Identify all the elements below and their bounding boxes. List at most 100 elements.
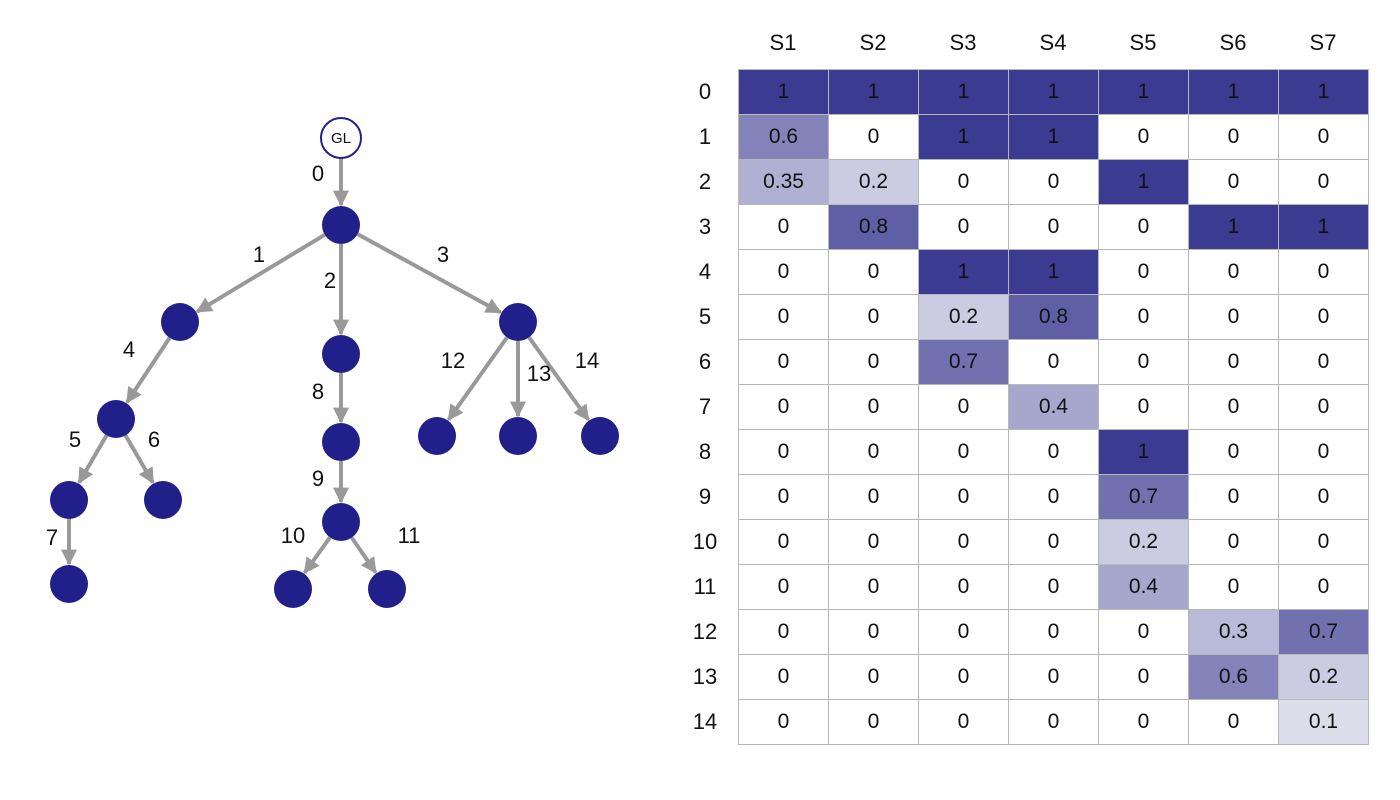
tree-node: [322, 503, 360, 541]
table-cell: 0: [1008, 564, 1099, 610]
table-cell: 0: [738, 609, 829, 655]
table-cell: 0: [918, 564, 1009, 610]
edge-label-11: 11: [398, 523, 421, 548]
tree-node: [418, 417, 456, 455]
edge-label-2: 2: [324, 268, 336, 293]
table-cell: 0: [1098, 204, 1189, 250]
table-cell: 0: [828, 294, 919, 340]
table-cell: 1: [1278, 69, 1369, 115]
row-label-4: 4: [698, 259, 712, 284]
table-cell: 1: [918, 114, 1009, 160]
row-label-3: 3: [698, 214, 712, 239]
table-cell: 1: [918, 69, 1009, 115]
root-node-label: GL: [331, 130, 351, 147]
tree-edge-10: [303, 536, 332, 575]
table-cell: 0: [1098, 654, 1189, 700]
table-cell: 0: [1188, 699, 1279, 745]
tree-node: [499, 303, 537, 341]
table-cell: 1: [918, 249, 1009, 295]
row-label-12: 12: [692, 619, 718, 644]
table-cell: 0: [738, 249, 829, 295]
table-cell: 0: [1188, 564, 1279, 610]
column-header-s2: S2: [859, 30, 887, 55]
table-cell: 0: [738, 699, 829, 745]
edge-label-7: 7: [46, 525, 58, 550]
table-cell: 1: [1188, 69, 1279, 115]
tree-node: [368, 570, 406, 608]
table-cell: 0: [1008, 699, 1099, 745]
table-cell: 0: [1008, 609, 1099, 655]
table-cell: 0: [1278, 249, 1369, 295]
table-cell: 0: [828, 249, 919, 295]
table-cell: 0: [918, 474, 1009, 520]
tree-node: [322, 423, 360, 461]
table-cell: 0: [1278, 114, 1369, 160]
table-cell: 0: [738, 519, 829, 565]
tree-edge-5: [77, 434, 109, 485]
table-cell: 0: [738, 339, 829, 385]
table-cell: 0: [1188, 294, 1279, 340]
table-cell: 1: [1008, 249, 1099, 295]
table-cell: 0: [828, 114, 919, 160]
tree-node: [581, 417, 619, 455]
table-cell: 0: [828, 474, 919, 520]
table-cell: 0: [1008, 429, 1099, 475]
edge-label-5: 5: [69, 427, 81, 452]
edge-label-6: 6: [148, 427, 160, 452]
table-cell: 0: [918, 699, 1009, 745]
table-cell: 1: [828, 69, 919, 115]
table-cell: 0: [918, 384, 1009, 430]
edge-label-13: 13: [527, 361, 551, 386]
table-cell: 0: [828, 699, 919, 745]
tree-node: [50, 481, 88, 519]
edge-label-14: 14: [575, 348, 599, 373]
edge-label-10: 10: [281, 523, 305, 548]
table-cell: 0: [918, 519, 1009, 565]
row-label-10: 10: [692, 529, 718, 554]
table-cell: 0: [1098, 699, 1189, 745]
table-cell: 0.4: [1008, 384, 1099, 430]
row-label-11: 11: [693, 574, 717, 599]
table-cell: 0.1: [1278, 699, 1369, 745]
table-cell: 0.2: [1098, 519, 1189, 565]
table-cell: 0: [1008, 159, 1099, 205]
table-cell: 0: [1278, 159, 1369, 205]
tree-edge-1: [195, 233, 326, 314]
tree-node: [50, 565, 88, 603]
table-cell: 0: [918, 609, 1009, 655]
table-cell: 1: [1008, 69, 1099, 115]
table-cell: 0.6: [738, 114, 829, 160]
row-label-0: 0: [698, 79, 712, 104]
row-label-14: 14: [692, 709, 718, 734]
edge-label-3: 3: [437, 242, 449, 267]
tree-node: [499, 417, 537, 455]
table-cell: 0.7: [1098, 474, 1189, 520]
table-cell: 0: [1278, 519, 1369, 565]
table-cell: 0.2: [828, 159, 919, 205]
table-cell: 1: [738, 69, 829, 115]
table-cell: 0: [828, 519, 919, 565]
table-cell: 1: [1278, 204, 1369, 250]
tree-node: [97, 400, 135, 438]
table-cell: 0: [828, 429, 919, 475]
table-cell: 0: [1188, 339, 1279, 385]
tree-edge-3: [356, 232, 502, 315]
table-cell: 0: [1188, 114, 1279, 160]
table-cell: 0.3: [1188, 609, 1279, 655]
row-label-1: 1: [698, 124, 712, 149]
table-cell: 0: [1188, 519, 1279, 565]
table-cell: 0: [1098, 339, 1189, 385]
tree-edge-12: [446, 336, 509, 422]
edge-label-9: 9: [312, 466, 324, 491]
column-header-s1: S1: [769, 30, 797, 55]
table-cell: 0: [738, 654, 829, 700]
